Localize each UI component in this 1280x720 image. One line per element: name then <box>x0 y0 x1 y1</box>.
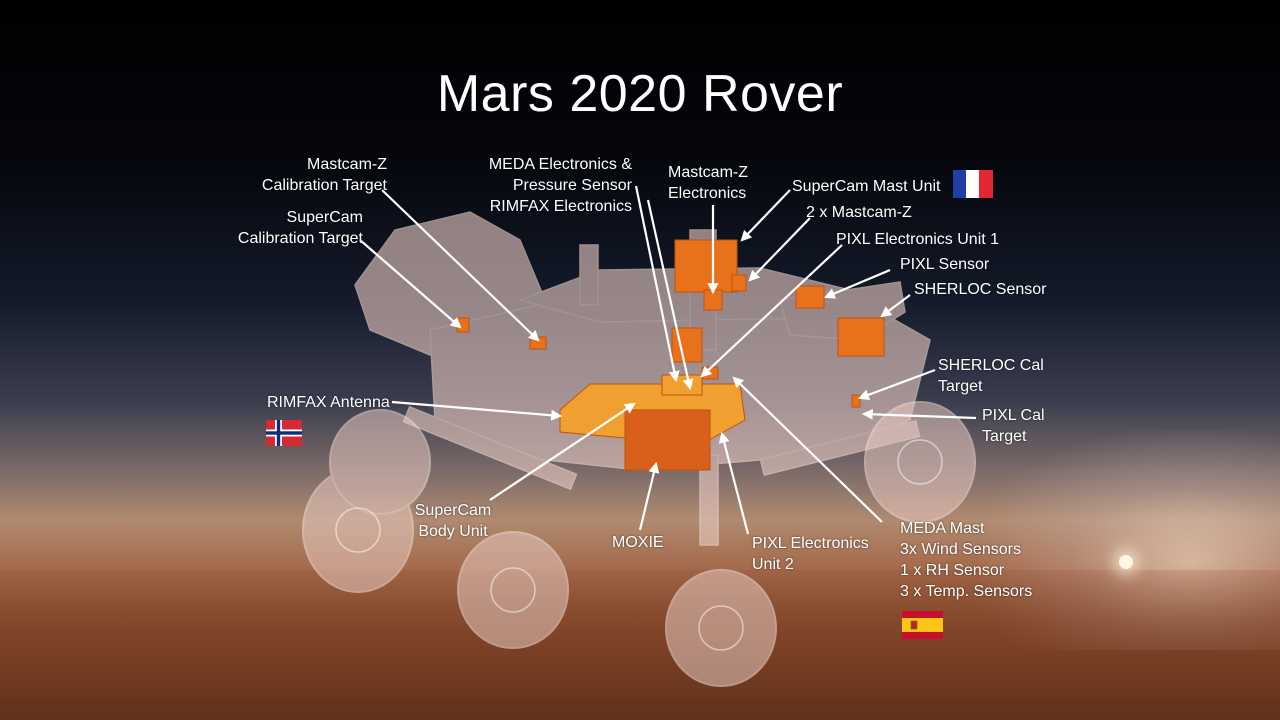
label-pixl-sensor: PIXL Sensor <box>900 256 990 273</box>
spain-flag-icon <box>902 611 943 639</box>
pixl-eu1 <box>671 327 703 363</box>
wheel-front-right <box>864 401 976 523</box>
arrow-supercam-body <box>489 402 636 501</box>
mastcam-z-cams <box>731 274 747 292</box>
rover-wheels <box>302 401 976 687</box>
arrow-mastcam-2x <box>748 217 811 282</box>
label-meda-mast: MEDA Mast 3x Wind Sensors 1 x RH Sensor … <box>900 520 1033 600</box>
sun-icon <box>1119 555 1133 569</box>
arrow-mastcam-cal <box>381 189 540 342</box>
arrow-rimfax-electronics <box>646 199 694 391</box>
label-mastcam-z-electronics: Mastcam-Z Electronics <box>668 164 748 202</box>
label-sherloc-sensor: SHERLOC Sensor <box>914 281 1047 298</box>
arrow-pixl-sensor <box>823 268 891 299</box>
wheel-middle-left <box>457 531 569 649</box>
label-meda-electronics: MEDA Electronics & Pressure Sensor RIMFA… <box>488 156 632 215</box>
label-supercam-calibration-target: SuperCam Calibration Target <box>237 209 363 247</box>
page-title: Mars 2020 Rover <box>436 65 844 123</box>
antenna-mast <box>579 244 599 306</box>
sherloc-box <box>837 317 885 357</box>
mastcam-electronics-box <box>703 289 723 311</box>
arrow-supercam-mast <box>740 189 791 242</box>
wheel-front-left <box>665 569 777 687</box>
arrow-pixl-eu2 <box>718 431 750 535</box>
sherloc-cal-chip <box>851 394 861 408</box>
label-pixl-electronics-unit-2: PIXL Electronics Unit 2 <box>752 535 869 573</box>
arrow-pixl-eu1 <box>700 244 843 378</box>
left-rocker <box>402 405 578 491</box>
pixl-sensor-box <box>795 285 825 309</box>
mars-ground <box>0 570 1280 720</box>
label-mastcam-z-calibration-target: Mastcam-Z Calibration Target <box>261 156 387 194</box>
label-pixl-cal-target: PIXL Cal Target <box>982 407 1045 445</box>
label-supercam-mast-unit: SuperCam Mast Unit <box>792 178 941 195</box>
arrow-meda-electronics <box>634 185 680 383</box>
callout-arrows <box>359 185 977 535</box>
label-supercam-body-unit: SuperCam Body Unit <box>414 502 492 540</box>
arrow-rimfax-antenna <box>391 400 563 421</box>
label-rimfax-antenna: RIMFAX Antenna <box>267 394 390 411</box>
label-moxie: MOXIE <box>612 534 664 551</box>
arrow-pixl-cal <box>861 408 977 420</box>
arrow-supercam-cal <box>359 239 462 329</box>
label-pixl-electronics-unit-1: PIXL Electronics Unit 1 <box>836 231 1000 248</box>
meda-electronics <box>661 374 703 396</box>
arrow-sherloc-sensor <box>880 294 911 318</box>
arrow-sherloc-cal <box>857 368 936 401</box>
label-2x-mastcam-z: 2 x Mastcam-Z <box>806 204 912 221</box>
supercam-mast-unit <box>674 239 738 293</box>
label-sherloc-cal-target: SHERLOC Cal Target <box>938 357 1044 395</box>
rover-body <box>354 211 931 546</box>
arrow-meda-mast <box>732 376 883 523</box>
moxie-unit <box>624 409 711 471</box>
norway-flag-icon <box>266 420 302 446</box>
france-flag-icon <box>953 170 993 198</box>
arrow-moxie <box>638 461 660 531</box>
wheel-rear-right <box>329 409 431 515</box>
